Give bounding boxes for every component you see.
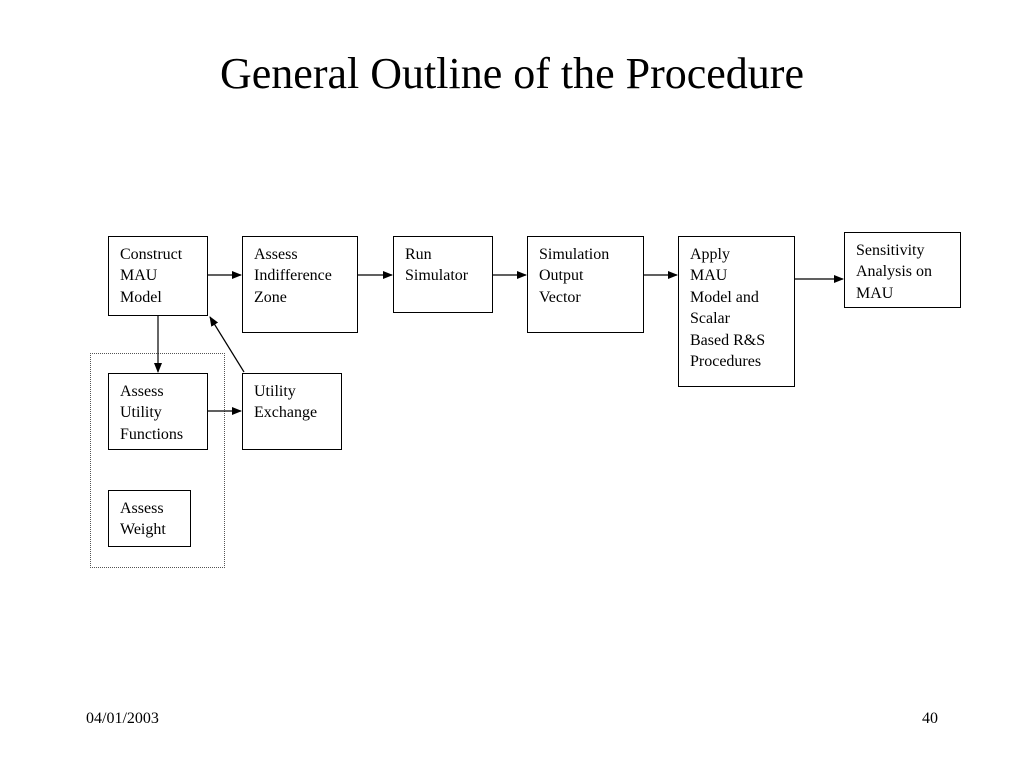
box-line: Run	[405, 246, 432, 263]
box-line: Indifference	[254, 267, 332, 285]
box-line: Sensitivity	[856, 242, 925, 259]
box-line: Zone	[254, 288, 287, 306]
box-line: Assess	[120, 383, 164, 400]
box-line: Functions	[120, 425, 184, 443]
box-assess-indifference-zone: Assess Indifference Zone	[242, 236, 358, 333]
box-line: Analysis on	[856, 263, 932, 281]
box-line: Simulation	[539, 246, 610, 263]
box-line: Assess	[120, 500, 164, 517]
box-construct-mau-model: Construct MAU Model	[108, 236, 208, 316]
box-assess-weight: Assess Weight	[108, 490, 191, 547]
box-line: Procedures	[690, 353, 762, 371]
box-line: Scalar	[690, 310, 730, 328]
box-line: Exchange	[254, 404, 318, 422]
box-line: Model	[120, 288, 162, 306]
footer-date: 04/01/2003	[86, 710, 159, 727]
box-assess-utility-functions: Assess Utility Functions	[108, 373, 208, 450]
box-line: Weight	[120, 521, 166, 539]
box-sensitivity-analysis: Sensitivity Analysis on MAU	[844, 232, 961, 308]
box-line: Output	[539, 267, 584, 285]
box-line: Apply	[690, 246, 730, 263]
box-line: Vector	[539, 288, 581, 306]
box-utility-exchange: Utility Exchange	[242, 373, 342, 450]
box-run-simulator: Run Simulator	[393, 236, 493, 313]
box-line: Model and	[690, 288, 759, 306]
footer-page-number: 40	[922, 710, 938, 727]
box-line: Assess	[254, 246, 298, 263]
box-line: MAU	[690, 267, 728, 285]
box-line: Utility	[120, 404, 162, 422]
box-apply-mau-model: Apply MAU Model and Scalar Based R&S Pro…	[678, 236, 795, 387]
box-line: Based R&S	[690, 331, 766, 349]
box-line: MAU	[120, 267, 158, 285]
slide-title: General Outline of the Procedure	[220, 49, 804, 98]
box-line: MAU	[856, 284, 894, 302]
box-line: Simulator	[405, 267, 469, 285]
box-simulation-output-vector: Simulation Output Vector	[527, 236, 644, 333]
box-line: Construct	[120, 246, 183, 263]
arrow-exchange-to-construct	[209, 316, 245, 373]
box-line: Utility	[254, 383, 296, 400]
